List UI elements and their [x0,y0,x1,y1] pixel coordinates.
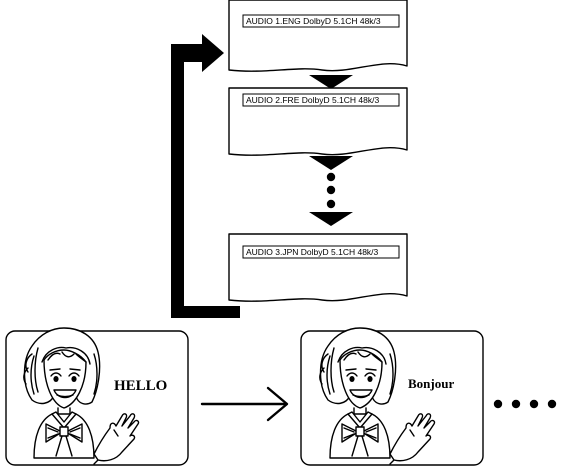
audio-screen-3: AUDIO 3.JPN DolbyD 5.1CH 48k/3 [229,234,407,301]
audio-screen-2: AUDIO 2.FRE DolbyD 5.1CH 48k/3 [229,88,407,155]
ellipsis-dots-icon [494,400,556,408]
audio-screen-1: AUDIO 1.ENG DolbyD 5.1CH 48k/3 [229,0,407,71]
audio-track-label-2: AUDIO 2.FRE DolbyD 5.1CH 48k/3 [246,95,379,105]
speech-text-1: HELLO [114,378,167,394]
speech-text-2: Bonjour [408,376,454,391]
right-arrow-icon [202,388,287,420]
ellipsis-dots-icon [327,173,335,208]
down-triangle-icon [309,75,353,89]
down-triangle-icon [309,156,353,170]
down-triangle-icon [309,212,353,226]
scene-panel-2: Bonjour [301,328,483,465]
audio-track-label-1: AUDIO 1.ENG DolbyD 5.1CH 48k/3 [246,16,381,26]
scene-panel-1: HELLO [6,328,188,465]
audio-track-label-3: AUDIO 3.JPN DolbyD 5.1CH 48k/3 [246,247,379,257]
